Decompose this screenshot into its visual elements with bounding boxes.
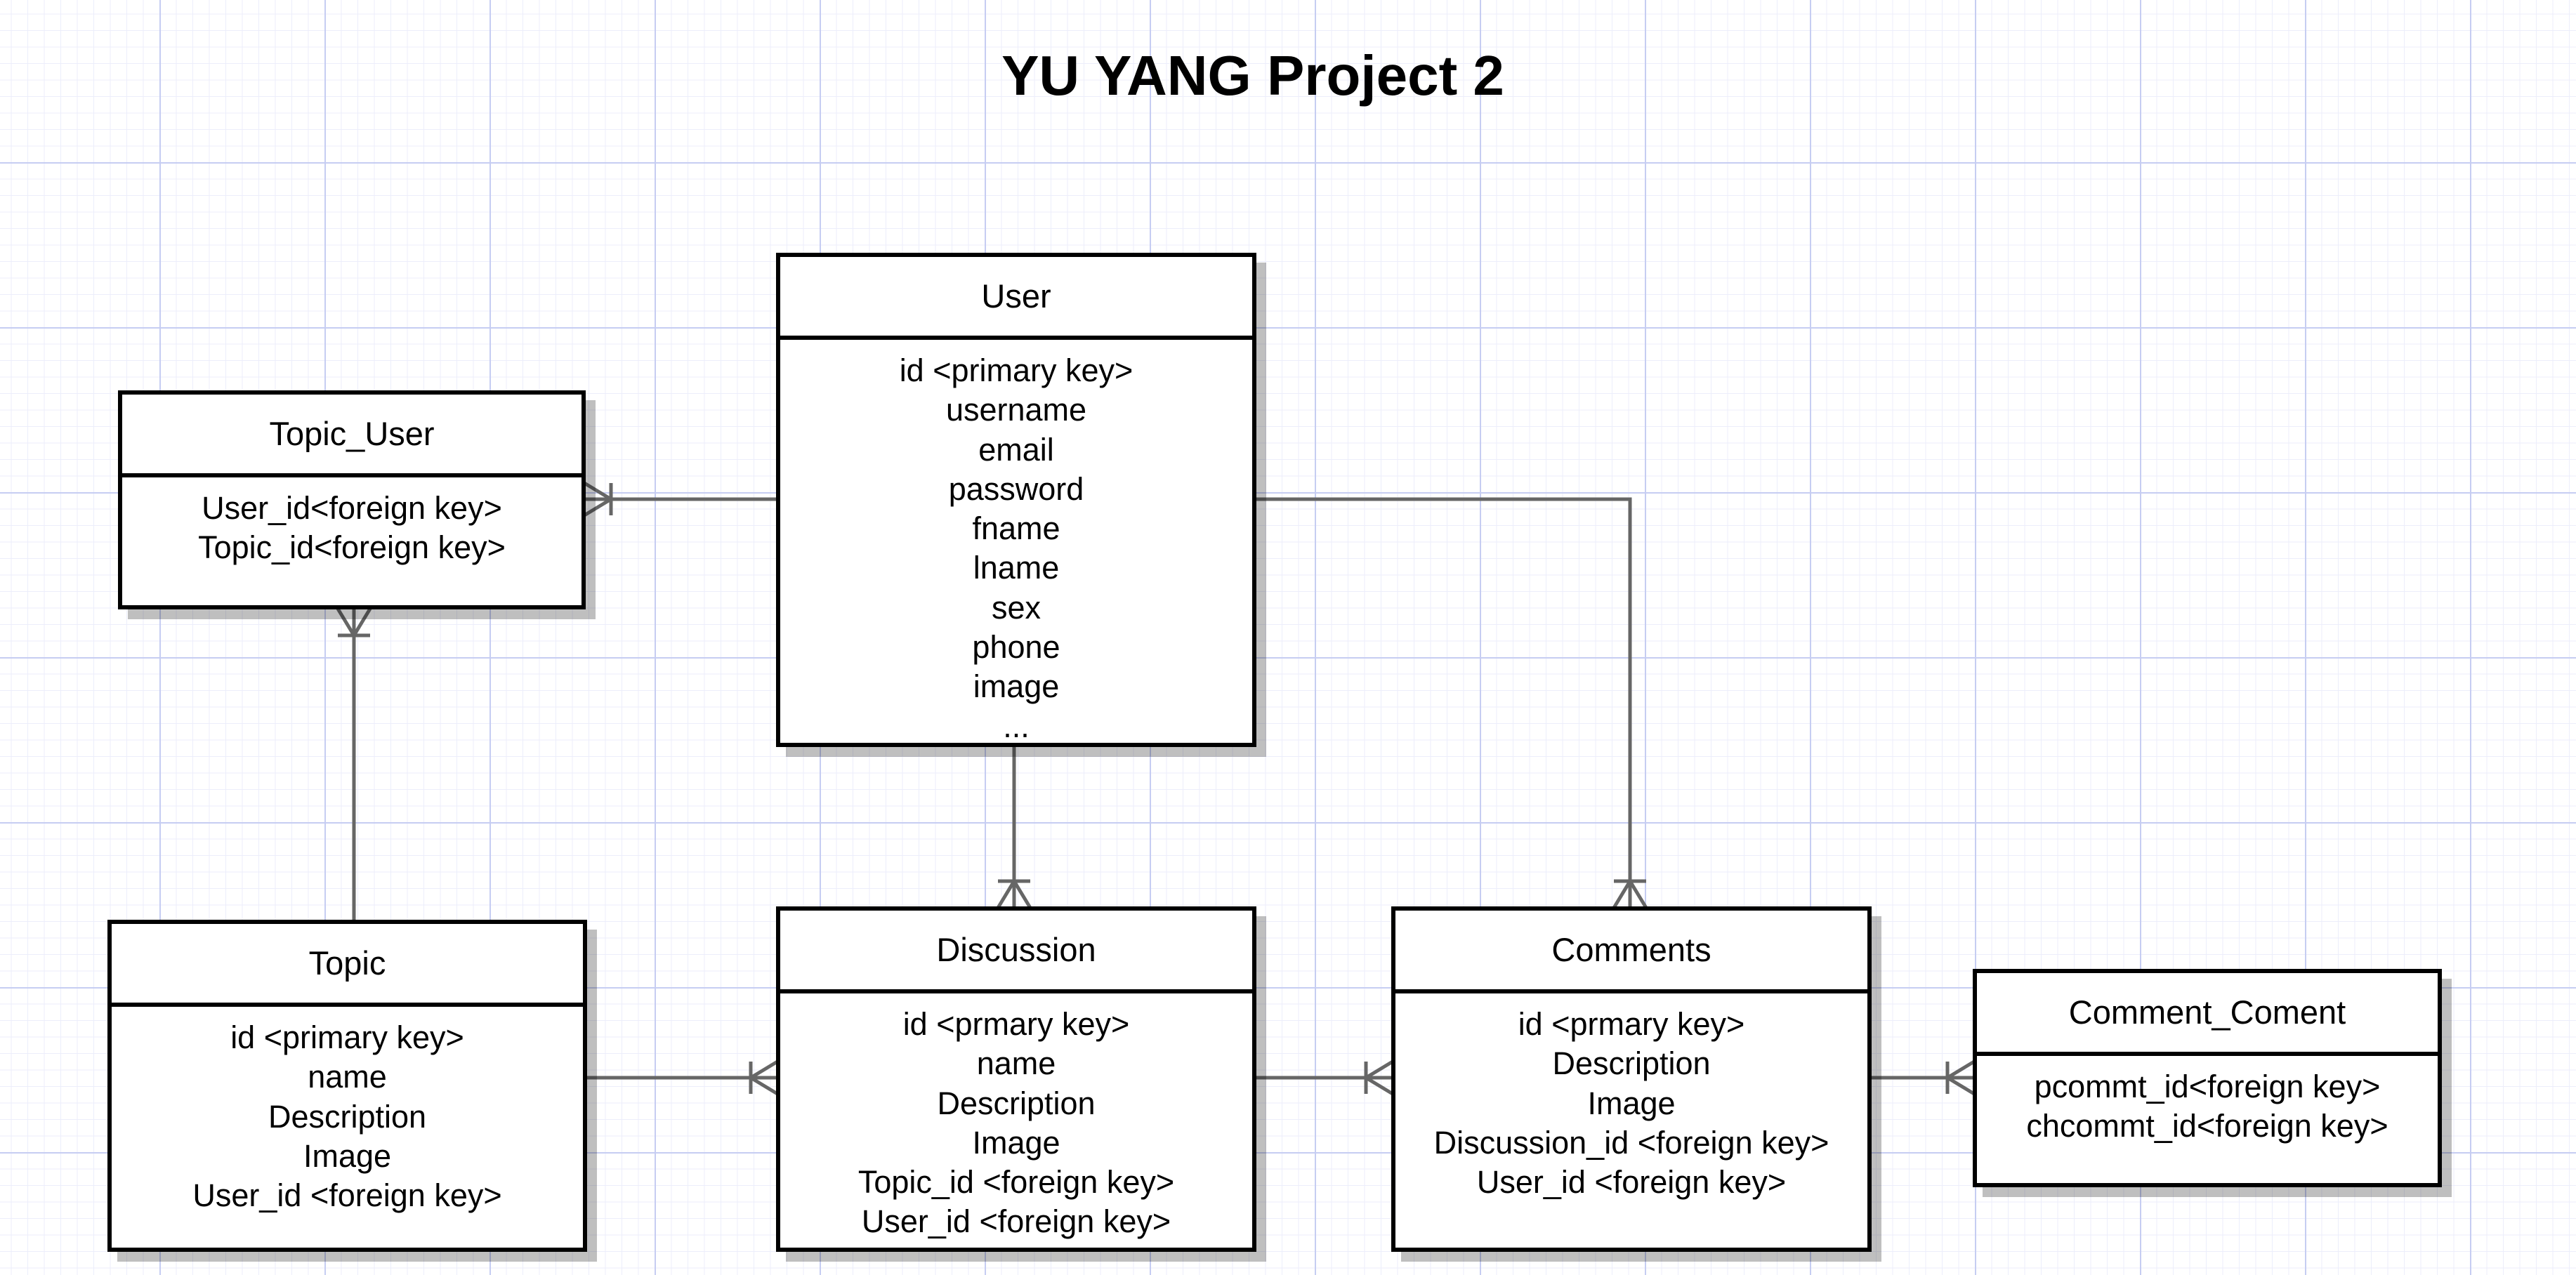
attribute: Description [1552,1045,1711,1082]
attribute: name [976,1045,1056,1082]
attribute: name [308,1059,387,1095]
attribute: User_id <foreign key> [1476,1164,1787,1201]
attribute-list: id <prmary key> Description Image Discus… [1395,993,1867,1202]
attribute: Image [972,1124,1060,1161]
attribute: id <prmary key> [1518,1006,1745,1042]
entity-user[interactable]: User id <primary key> username email pas… [776,253,1256,747]
relationship-user-comments[interactable] [1255,497,1648,909]
attribute: lname [973,550,1060,586]
attribute: phone [972,629,1060,666]
attribute: id <prmary key> [902,1006,1130,1042]
attribute: id <primary key> [230,1019,464,1055]
entity-title: Topic_User [122,395,581,477]
crows-foot-mark [336,607,356,637]
entity-title: Discussion [780,911,1252,993]
entity-title: Comment_Coment [1977,973,2438,1056]
relationship-topic-discussion[interactable] [586,1059,779,1096]
entity-comment-coment[interactable]: Comment_Coment pcommt_id<foreign key> ch… [1973,969,2442,1187]
relationship-user-topic-user[interactable] [583,481,777,517]
entity-discussion[interactable]: Discussion id <prmary key> name Descript… [776,906,1256,1252]
attribute: fname [972,510,1060,547]
attribute: pcommt_id<foreign key> [2034,1069,2381,1104]
attribute: Image [303,1137,392,1174]
attribute-list: id <primary key> username email password… [780,340,1252,746]
attribute: User_id <foreign key> [861,1203,1171,1240]
attribute: Image [1587,1085,1676,1121]
attribute: email [978,431,1054,468]
crows-foot-mark [1365,1059,1394,1080]
diagram-title: YU YANG Project 2 [1001,44,1504,107]
attribute-list: User_id<foreign key> Topic_id<foreign ke… [122,477,581,568]
attribute: Discussion_id <foreign key> [1433,1124,1829,1161]
attribute: chcommt_id<foreign key> [2026,1108,2388,1144]
entity-title: Topic [112,924,583,1007]
attribute: image [973,668,1060,705]
relationship-user-discussion[interactable] [996,746,1032,909]
attribute: password [948,470,1084,507]
crows-foot-mark [749,1059,779,1080]
attribute: id <primary key> [899,352,1133,388]
attribute: Description [268,1098,427,1135]
crows-foot-mark [583,481,612,501]
entity-title: User [780,257,1252,340]
entity-topic[interactable]: Topic id <primary key> name Description … [107,920,587,1252]
entity-title: Comments [1395,911,1867,993]
crows-foot-mark [996,880,1016,909]
attribute: ... [1003,708,1030,744]
relationship-discussion-comments[interactable] [1255,1059,1394,1096]
crows-foot-mark [1946,1059,1976,1080]
relationship-topic-topic-user[interactable] [336,607,372,921]
crows-foot-mark [1612,880,1632,909]
attribute: User_id <foreign key> [192,1177,502,1214]
attribute-list: pcommt_id<foreign key> chcommt_id<foreig… [1977,1056,2438,1147]
attribute: Description [937,1085,1096,1121]
attribute: username [945,392,1087,428]
entity-comments[interactable]: Comments id <prmary key> Description Ima… [1391,906,1872,1252]
attribute: User_id<foreign key> [202,490,502,526]
attribute: Topic_id <foreign key> [857,1164,1175,1201]
attribute: sex [991,589,1041,626]
entity-topic-user[interactable]: Topic_User User_id<foreign key> Topic_id… [118,390,586,609]
attribute-list: id <primary key> name Description Image … [112,1007,583,1215]
attribute: Topic_id<foreign key> [198,529,506,566]
relationship-comments-comment-coment[interactable] [1870,1059,1976,1096]
attribute-list: id <prmary key> name Description Image T… [780,993,1252,1242]
